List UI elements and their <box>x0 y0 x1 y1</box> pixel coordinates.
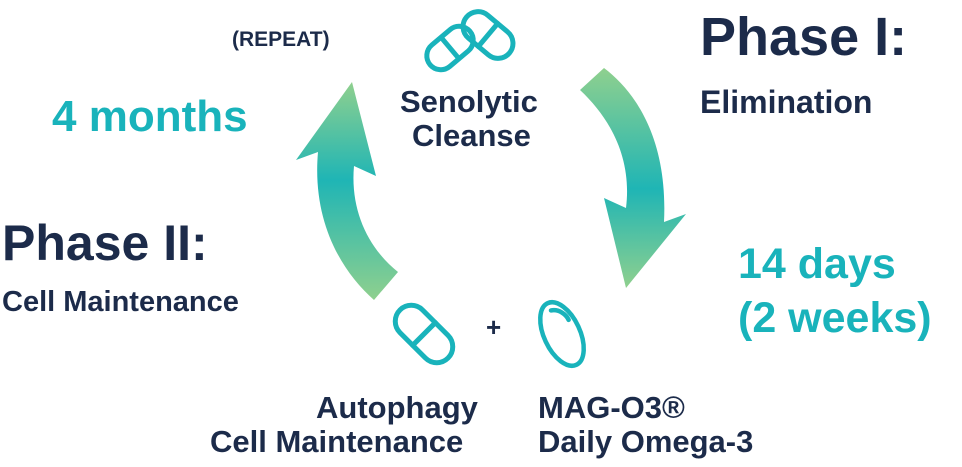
phase1-duration-days: 14 days <box>738 240 896 288</box>
arrow-up-left <box>296 82 398 300</box>
senolytic-label-line1: Senolytic <box>400 84 538 119</box>
autophagy-label-line2: Cell Maintenance <box>210 424 464 459</box>
mag-label-line2: Daily Omega-3 <box>538 424 754 459</box>
capsules-icon <box>424 9 516 73</box>
phase2-title: Phase II: <box>2 215 208 271</box>
softgel-icon <box>538 300 586 368</box>
phase2-subtitle: Cell Maintenance <box>2 286 239 318</box>
plus-sign: + <box>486 312 502 342</box>
capsule-icon <box>392 302 456 366</box>
cycle-duration-label: 4 months <box>52 92 248 141</box>
phase1-title: Phase I: <box>700 7 908 67</box>
arrow-down-right <box>580 68 686 288</box>
mag-label-line1: MAG-O3® <box>538 390 685 425</box>
senolytic-label-line2: Cleanse <box>412 118 531 153</box>
repeat-label: (REPEAT) <box>232 28 330 51</box>
phase1-subtitle: Elimination <box>700 84 873 120</box>
phase1-duration-weeks: (2 weeks) <box>738 294 932 342</box>
autophagy-label-line1: Autophagy <box>316 390 478 425</box>
